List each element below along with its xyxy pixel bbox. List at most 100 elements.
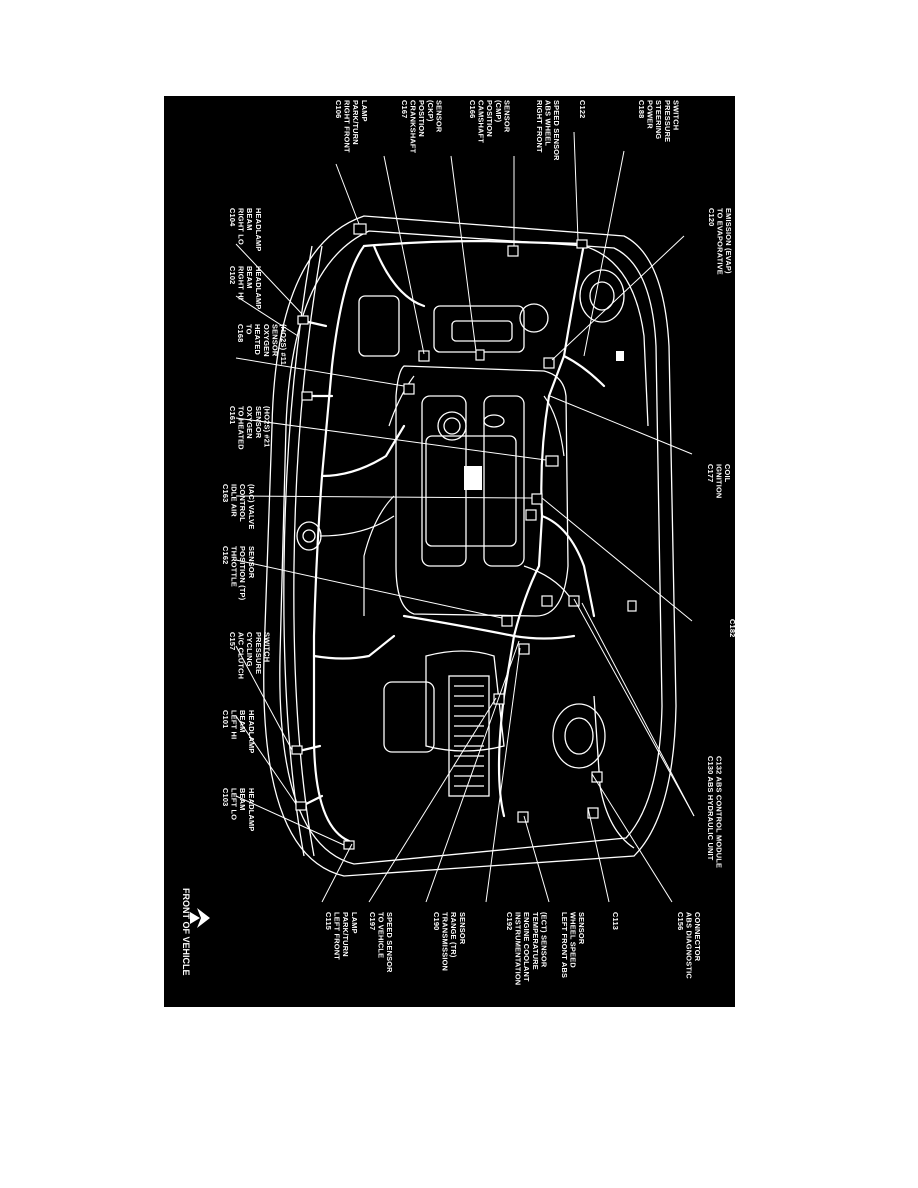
- label-line: C115: [324, 912, 333, 930]
- label-line: ABS WHEEL: [544, 100, 553, 146]
- label-line: PRESSURE: [254, 632, 263, 674]
- callout-labels: C188POWERSTEERINGPRESSURESWITCH C122 RIG…: [221, 100, 735, 985]
- label-line: POWER: [646, 100, 655, 129]
- label-c103: C103LEFT LOBEAMHEADLAMP: [221, 788, 256, 831]
- label-line: OXYGEN: [245, 406, 254, 439]
- label-line: ENGINE COOLANT: [522, 912, 531, 982]
- label-line: SWITCH: [262, 632, 271, 662]
- label-line: LEFT FRONT ABS: [560, 912, 569, 978]
- label-line: EMISSION (EVAP): [724, 208, 733, 274]
- label-line: PARK/TURN: [341, 912, 350, 957]
- label-c197: C197TO VEHICLESPEED SENSOR: [368, 912, 394, 973]
- label-c106: C106RIGHT FRONTPARK/TURNLAMP: [334, 100, 369, 153]
- label-line: BEAM: [245, 266, 254, 289]
- label-line: LEFT LO: [230, 788, 239, 820]
- label-line: (CKP): [426, 100, 435, 122]
- label-line: SPEED SENSOR: [385, 912, 394, 973]
- front-of-vehicle-indicator: FRONT OF VEHICLE: [181, 888, 210, 976]
- label-line: C188: [637, 100, 646, 118]
- label-c157: C157A/C CLUTCHCYCLINGPRESSURESWITCH: [228, 632, 271, 679]
- label-line: PRESSURE: [663, 100, 672, 142]
- label-line: RIGHT FRONT: [343, 100, 352, 153]
- label-line: TO VEHICLE: [377, 912, 386, 958]
- connectors: [291, 223, 637, 850]
- label-c130-c132: C130 ABS HYDRAULIC UNITC132 ABS CONTROL …: [706, 756, 724, 868]
- label-line: LEFT HI: [230, 710, 239, 739]
- label-c102: C102RIGHT HIBEAMHEADLAMP: [228, 266, 263, 309]
- label-line: SENSOR: [434, 100, 443, 133]
- label-line: WHEEL SPEED: [569, 912, 578, 968]
- label-line: (HO2S) #21: [262, 406, 271, 447]
- label-line: C190: [432, 912, 441, 930]
- label-line: C132 ABS CONTROL MODULE: [715, 756, 724, 868]
- label-line: RIGHT FRONT: [535, 100, 544, 153]
- label-line: HEADLAMP: [254, 208, 263, 251]
- label-line: C106: [334, 100, 343, 118]
- label-line: SENSOR: [254, 406, 263, 439]
- label-line: RIGHT LO: [237, 208, 246, 245]
- label-line: SWITCH: [671, 100, 680, 130]
- label-line: POSITION: [485, 100, 494, 137]
- label-line: CONTROL: [238, 484, 247, 522]
- label-line: C102: [228, 266, 237, 284]
- label-line: C163: [221, 484, 230, 502]
- label-line: C130 ABS HYDRAULIC UNIT: [706, 756, 715, 861]
- label-line: C157: [228, 632, 237, 650]
- label-line: SENSOR: [458, 912, 467, 945]
- label-line: BEAM: [238, 788, 247, 811]
- label-line: IGNITION: [715, 464, 724, 498]
- label-line: C122: [578, 100, 587, 118]
- label-line: HEATED: [253, 324, 262, 355]
- label-line: HEADLAMP: [254, 266, 263, 309]
- label-c161: C161TO HEATEDOXYGENSENSOR(HO2S) #21: [228, 406, 271, 450]
- wiring-harness: [297, 239, 606, 843]
- label-line: RIGHT HI: [237, 266, 246, 300]
- label-line: C156: [676, 912, 685, 930]
- label-line: BEAM: [238, 710, 247, 733]
- label-line: (CMP): [494, 100, 503, 123]
- label-c101: C101LEFT HIBEAMHEADLAMP: [221, 710, 256, 753]
- label-line: CAMSHAFT: [477, 100, 486, 143]
- diagram-panel: C188POWERSTEERINGPRESSURESWITCH C122 RIG…: [164, 96, 735, 1007]
- label-c177: C177IGNITIONCOIL: [706, 464, 732, 498]
- label-c156: C156ABS DIAGNOSTICCONNECTOR: [676, 912, 702, 979]
- label-line: SENSOR: [502, 100, 511, 133]
- engine-compartment-diagram: C188POWERSTEERINGPRESSURESWITCH C122 RIG…: [181, 100, 735, 985]
- label-line: C197: [368, 912, 377, 930]
- label-line: ABS DIAGNOSTIC: [685, 912, 694, 979]
- label-line: SENSOR: [577, 912, 586, 945]
- leader-lines: [235, 131, 695, 903]
- label-rf-abs: RIGHT FRONTABS WHEELSPEED SENSOR: [535, 100, 561, 161]
- label-line: TEMPERATURE: [531, 912, 540, 970]
- label-c113: C113: [611, 912, 620, 930]
- label-line: TO: [245, 324, 254, 335]
- label-c166: C166CAMSHAFTPOSITION(CMP)SENSOR: [468, 100, 511, 143]
- label-line: CYCLING: [245, 632, 254, 667]
- label-c188: C188POWERSTEERINGPRESSURESWITCH: [637, 100, 680, 142]
- label-line: BEAM: [245, 208, 254, 231]
- label-line: CANISTER PURGE: [733, 208, 735, 277]
- label-line: INSTRUMENTATION: [514, 912, 523, 985]
- label-c182: C182EXHAUST GASRECIRCULATIONVACUUM REGUL…: [728, 619, 735, 703]
- label-line: C113: [611, 912, 620, 930]
- engine-block: [296, 269, 625, 797]
- label-line: C103: [221, 788, 230, 806]
- label-lf-abs: LEFT FRONT ABSWHEEL SPEEDSENSOR: [560, 912, 586, 978]
- label-line: POSITION (TP): [238, 546, 247, 601]
- label-c115: C115LEFT FRONTPARK/TURNLAMP: [324, 912, 359, 960]
- label-line: (ECT) SENSOR: [539, 912, 548, 968]
- label-c192: C192INSTRUMENTATIONENGINE COOLANTTEMPERA…: [505, 912, 548, 985]
- label-line: IDLE AIR: [230, 484, 239, 517]
- label-line: C182: [728, 619, 735, 637]
- label-line: COIL: [723, 464, 732, 483]
- label-line: C161: [228, 406, 237, 424]
- label-line: CRANKSHAFT: [409, 100, 418, 154]
- front-of-vehicle-label: FRONT OF VEHICLE: [181, 888, 191, 976]
- label-line: C162: [221, 546, 230, 564]
- label-line: (HO2S) #11: [279, 324, 288, 365]
- label-line: SENSOR: [247, 546, 256, 579]
- label-line: LAMP: [360, 100, 369, 122]
- front-arrow-icon: [190, 908, 210, 928]
- label-line: C167: [400, 100, 409, 118]
- label-line: STEERING: [654, 100, 663, 139]
